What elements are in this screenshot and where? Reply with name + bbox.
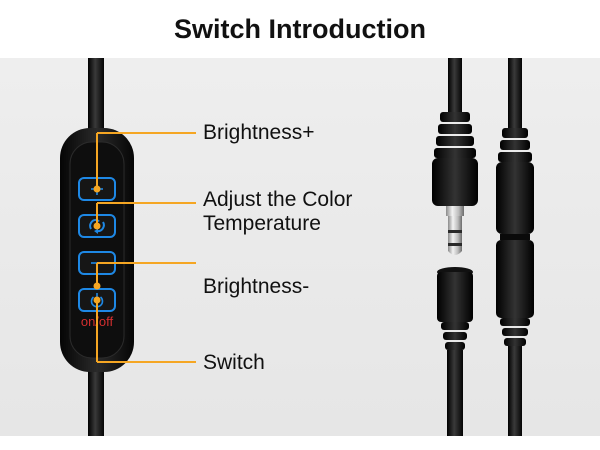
cable-bottom: [88, 360, 104, 436]
extension-cable: [496, 58, 534, 436]
callout-dots: [93, 185, 101, 304]
label-brightness-up: Brightness+: [203, 121, 315, 144]
label-brightness-down: Brightness-: [203, 275, 310, 298]
label-color-temperature-line1: Adjust the Color: [203, 188, 353, 211]
male-jack: [432, 112, 478, 255]
label-color-temperature-line2: Temperature: [203, 212, 321, 235]
page-title: Switch Introduction: [174, 14, 426, 44]
cable-top: [88, 58, 104, 138]
bottom-margin: [0, 436, 600, 450]
label-switch: Switch: [203, 351, 265, 374]
callout-lines: [96, 132, 196, 363]
female-socket: [437, 267, 473, 436]
audio-jack-pair: [432, 58, 478, 436]
inline-controller: on/off: [60, 58, 196, 436]
